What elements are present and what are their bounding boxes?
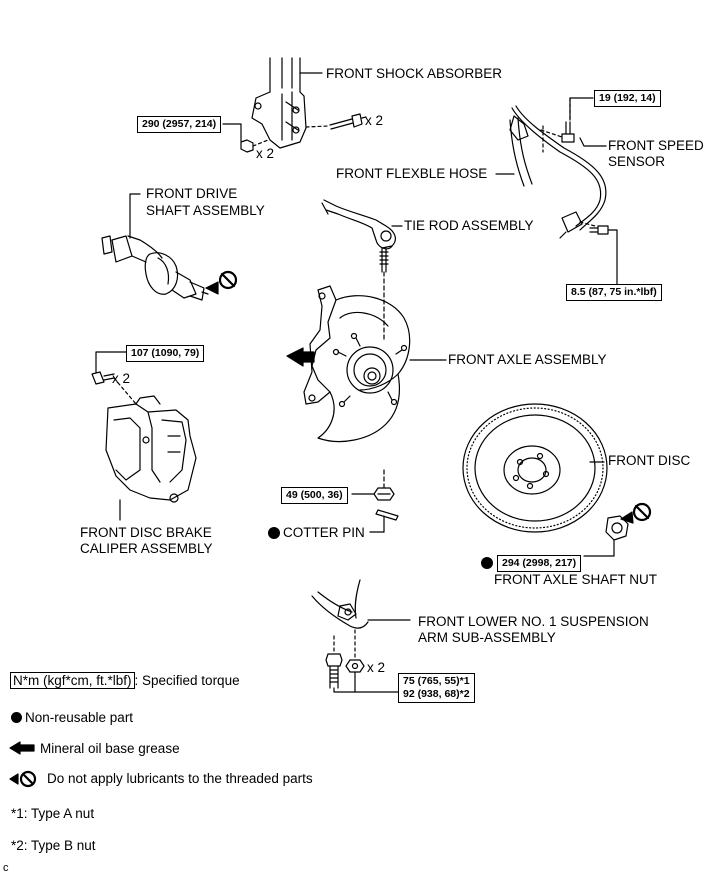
legend-non-reusable-dot: [11, 712, 22, 723]
label-front-speed-sensor-line1: FRONT SPEED: [608, 138, 704, 153]
non-reusable-dot-axle-nut: [481, 557, 493, 569]
torque-arm-type-a: 75 (765, 55)*1: [403, 675, 470, 687]
legend-torque-text: : Specified torque: [134, 673, 240, 688]
torque-box-shock: 290 (2957, 214): [137, 116, 222, 133]
label-front-axle-shaft-nut: FRONT AXLE SHAFT NUT: [494, 572, 658, 587]
legend-specified-torque: N*m (kgf*cm, ft.*lbf): Specified torque: [10, 672, 240, 689]
legend-no-lube-text: Do not apply lubricants to the threaded …: [47, 771, 313, 786]
lower-arm-drawing: [311, 579, 411, 629]
label-tie-rod-assembly: TIE ROD ASSEMBLY: [404, 218, 534, 233]
label-lower-arm-line2: ARM SUB-ASSEMBLY: [418, 630, 556, 645]
legend-non-reusable: Non-reusable part: [11, 710, 133, 726]
label-front-axle-assembly: FRONT AXLE ASSEMBLY: [448, 352, 607, 367]
drive-shaft-drawing: [101, 193, 209, 301]
front-disc-drawing: [462, 403, 608, 533]
legend-torque-unit-box: N*m (kgf*cm, ft.*lbf): [10, 672, 135, 689]
legend-note-1: *1: Type A nut: [11, 806, 95, 821]
non-reusable-dot-cotter-pin: [268, 527, 280, 539]
torque-box-tie-rod-nut: 49 (500, 36): [281, 487, 348, 504]
multiplier-caliper: x 2: [112, 371, 131, 386]
tie-rod-drawing: [321, 199, 403, 341]
label-front-flexible-hose: FRONT FLEXBLE HOSE: [336, 166, 488, 181]
label-cotter-pin: COTTER PIN: [283, 525, 365, 540]
label-front-speed-sensor-line2: SENSOR: [608, 154, 666, 169]
sensor-bottom-bolt: [589, 225, 618, 287]
shock-nut: [240, 139, 269, 153]
corner-mark: c: [3, 862, 9, 874]
caliper-drawing: [105, 395, 197, 521]
legend-no-lube-icon: [9, 770, 37, 788]
torque-box-sensor-bottom: 8.5 (87, 75 in.*lbf): [566, 284, 662, 301]
label-caliper-line2: CALIPER ASSEMBLY: [80, 541, 213, 556]
axle-shaft-nut-drawing: [583, 515, 629, 557]
label-front-drive-shaft-line1: FRONT DRIVE: [146, 186, 238, 201]
multiplier-arm: x 2: [367, 660, 386, 675]
torque-arm-type-b: 92 (938, 68)*2: [403, 688, 470, 700]
torque-box-axle-nut: 294 (2998, 217): [497, 555, 582, 572]
axle-assembly-drawing: [303, 285, 447, 443]
legend-note-2: *2: Type B nut: [11, 838, 96, 853]
multiplier-shock-bolt: x 2: [365, 113, 384, 128]
flexible-hose-drawing: [495, 117, 533, 187]
legend-grease-text: Mineral oil base grease: [40, 741, 180, 756]
label-front-disc: FRONT DISC: [608, 453, 691, 468]
torque-box-caliper: 107 (1090, 79): [126, 345, 205, 362]
cotter-pin-drawing: [369, 509, 399, 533]
legend-non-reusable-text: Non-reusable part: [25, 710, 134, 725]
torque-box-lower-arm: 75 (765, 55)*1 92 (938, 68)*2: [398, 673, 475, 703]
grease-arrow-knuckle: [286, 347, 315, 367]
torque-box-sensor-top: 19 (192, 14): [594, 90, 661, 107]
shock-absorber-drawing: [251, 57, 323, 149]
shock-bolt: [305, 113, 367, 130]
legend-grease-arrow-icon: [9, 741, 35, 755]
label-lower-arm-line1: FRONT LOWER NO. 1 SUSPENSION: [418, 614, 649, 629]
multiplier-shock-nut: x 2: [256, 146, 275, 161]
label-front-drive-shaft-line2: SHAFT ASSEMBLY: [146, 203, 265, 218]
arm-nut: [345, 629, 365, 673]
caliper-bolt: [91, 371, 137, 405]
tie-rod-nut: [351, 469, 395, 501]
arm-bolt: [325, 635, 343, 689]
label-caliper-line1: FRONT DISC BRAKE: [80, 525, 212, 540]
no-lube-icon-nut: [620, 502, 652, 524]
no-lube-icon-shaft: [205, 270, 238, 295]
label-front-shock-absorber: FRONT SHOCK ABSORBER: [326, 66, 503, 81]
